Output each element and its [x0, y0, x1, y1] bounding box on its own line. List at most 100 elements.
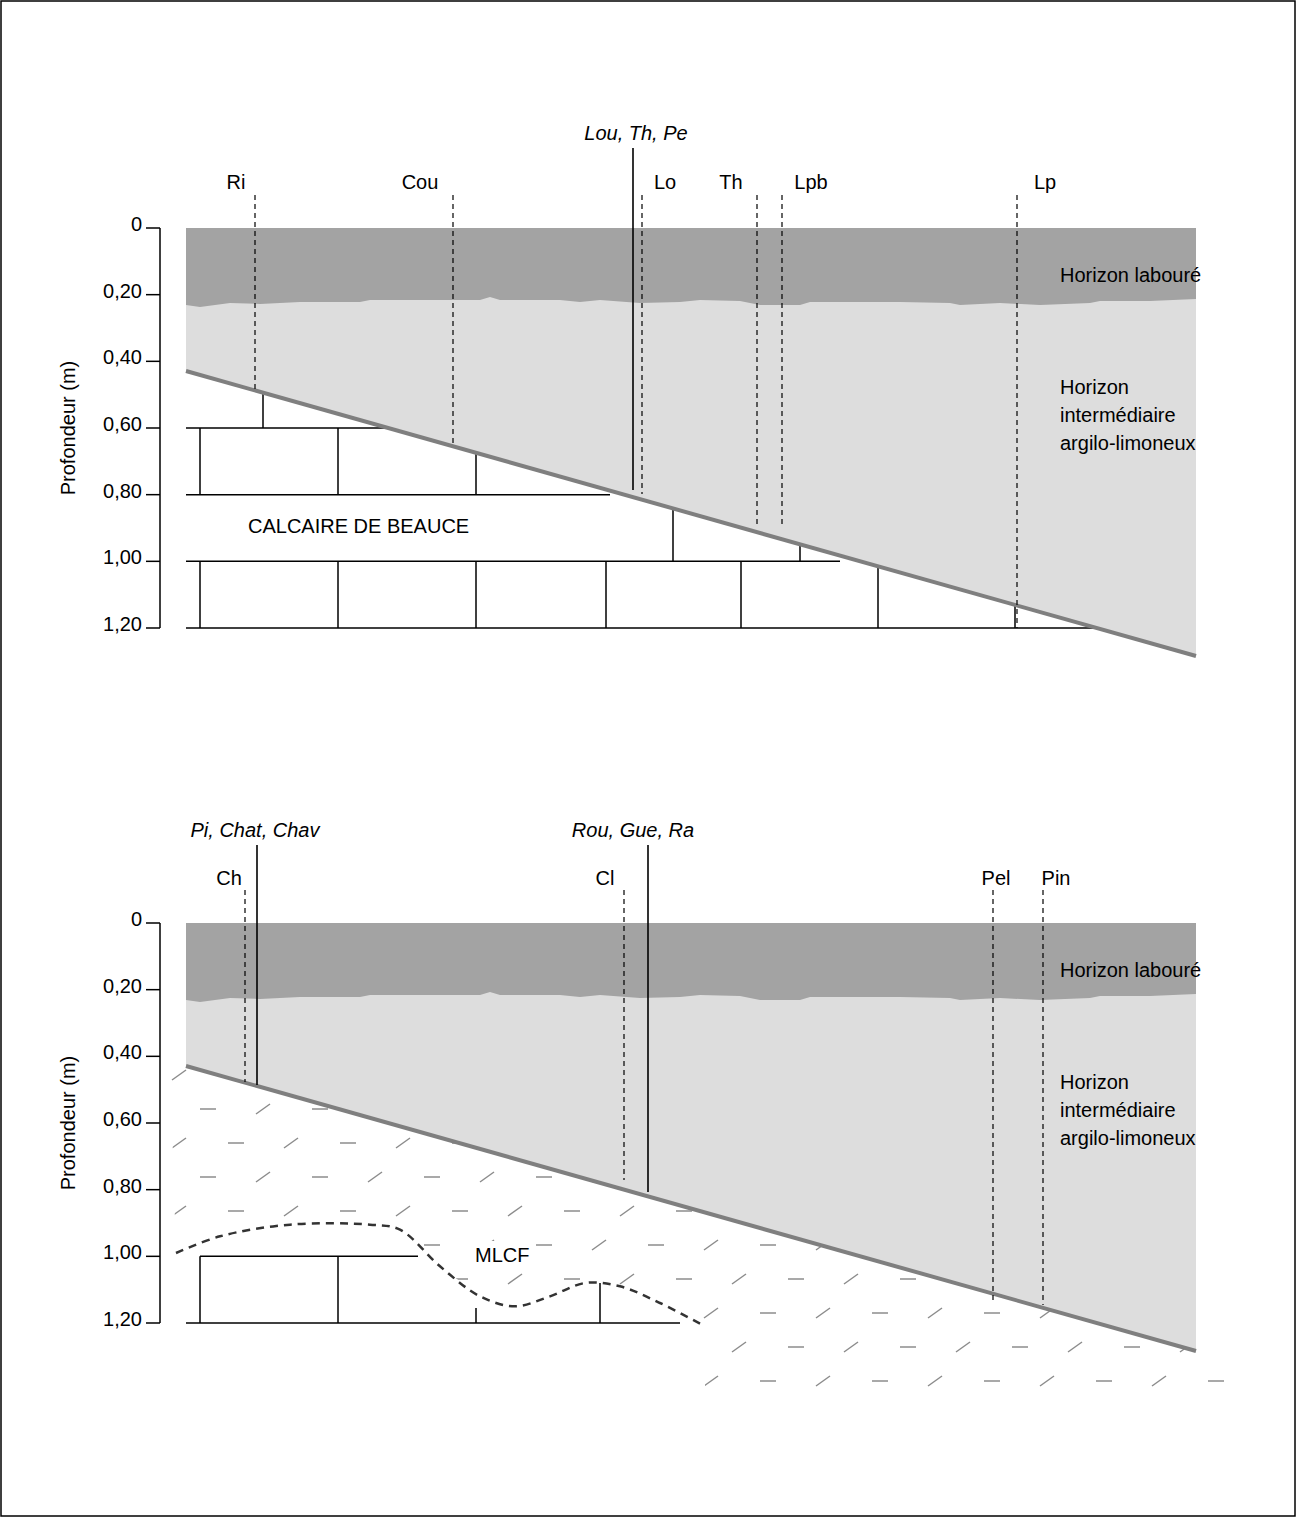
- depth-tick-label: 0: [131, 212, 142, 236]
- region-label: Horizon labouré: [1060, 261, 1201, 289]
- axis-title: Profondeur (m): [56, 361, 80, 496]
- marl-dash: [396, 1070, 410, 1080]
- depth-tick-label: 0,20: [103, 279, 142, 303]
- marl-dash: [1012, 1210, 1028, 1212]
- marl-dash: [228, 1074, 244, 1076]
- marl-dash: [732, 1138, 746, 1148]
- marl-dash: [312, 1108, 328, 1110]
- marl-dash: [788, 1074, 804, 1076]
- marl-dash: [676, 1278, 692, 1280]
- marl-dash: [536, 1380, 552, 1382]
- depth-tick-label: 1,00: [103, 545, 142, 569]
- marl-dash: [340, 1210, 356, 1212]
- marl-dash: [1152, 1376, 1166, 1386]
- marl-dash: [284, 1138, 298, 1148]
- ploughed-horizon: Horizon labouré: [186, 228, 1196, 305]
- marl-dash: [536, 1244, 552, 1246]
- marl-dash: [1068, 1342, 1082, 1352]
- profile-label: Lo: [654, 170, 676, 194]
- marl-dash: [1180, 1070, 1194, 1080]
- bottom-panel: [146, 923, 1224, 1386]
- marl-dash: [396, 1342, 410, 1352]
- marl-dash: [312, 1244, 328, 1246]
- marl-dash: [508, 1274, 522, 1284]
- block-line: [337, 1256, 339, 1323]
- marl-dash: [732, 1070, 746, 1080]
- axis-tick: [146, 1189, 160, 1191]
- marl-dash: [900, 1278, 916, 1280]
- sampling-profile: [756, 195, 757, 528]
- marl-dash: [1096, 1380, 1112, 1382]
- marl-dash: [1012, 1074, 1028, 1076]
- marl-dash: [1152, 1240, 1166, 1250]
- marl-dash: [200, 1380, 216, 1382]
- site-group-label: Lou, Th, Pe: [584, 121, 687, 145]
- depth-tick-label: 0,80: [103, 479, 142, 503]
- ploughed-horizon-band: [186, 228, 1196, 307]
- marl-dash: [508, 1138, 522, 1148]
- marl-dash: [956, 1070, 970, 1080]
- marl-dash: [592, 1376, 606, 1386]
- axis-tick: [146, 427, 160, 429]
- marl-dash: [788, 1278, 804, 1280]
- marl-dash: [760, 1312, 776, 1314]
- marl-dash: [480, 1172, 494, 1182]
- marl-dash: [760, 1380, 776, 1382]
- sampling-profile: [1016, 195, 1017, 628]
- intermediate-horizon-band: [186, 228, 1196, 656]
- region-label: MLCF: [472, 1241, 532, 1269]
- marl-dash: [844, 1206, 858, 1216]
- profile-label: Cou: [402, 170, 439, 194]
- marl-dash: [1040, 1104, 1054, 1114]
- marl-dash: [676, 1074, 692, 1076]
- marl-dash: [312, 1176, 328, 1178]
- region-label: CALCAIRE DE BEAUCE: [248, 512, 469, 540]
- marl-dash: [1208, 1244, 1224, 1246]
- marl-dash: [620, 1342, 634, 1352]
- site-group-label: Pi, Chat, Chav: [191, 818, 320, 842]
- marl-dash: [732, 1206, 746, 1216]
- marl-dash: [340, 1142, 356, 1144]
- marl-region: MLCF: [468, 1240, 537, 1270]
- marl-dash: [1096, 1176, 1112, 1178]
- marl-dash: [648, 1312, 664, 1314]
- marl-dash: [368, 1376, 382, 1386]
- marl-dash: [984, 1108, 1000, 1110]
- block-line: [337, 561, 339, 628]
- marl-dash: [228, 1278, 244, 1280]
- block-line: [199, 428, 201, 495]
- marl-dash: [228, 1210, 244, 1212]
- block-line: [200, 1256, 418, 1258]
- marl-dash: [284, 1206, 298, 1216]
- marl-dash: [872, 1176, 888, 1178]
- ploughed-horizon: Horizon labouré: [186, 923, 1196, 1000]
- sampling-profile: [623, 890, 624, 1180]
- intermediate-horizon: Horizon intermédiaire argilo-limoneux: [186, 305, 1196, 645]
- ploughed-horizon-band: [186, 923, 1196, 1002]
- sampling-profile: [1042, 890, 1043, 1305]
- marl-dash: [844, 1274, 858, 1284]
- substrate-boundary: [186, 371, 1196, 656]
- marl-dash: [452, 1074, 468, 1076]
- marl-dash: [900, 1142, 916, 1144]
- block-line: [186, 561, 840, 563]
- profile-label: Lp: [1034, 170, 1056, 194]
- depth-tick-label: 1,20: [103, 612, 142, 636]
- marl-dash: [1068, 1274, 1082, 1284]
- profile-label: Pel: [982, 866, 1011, 890]
- block-line: [199, 1256, 201, 1323]
- marl-dash: [956, 1206, 970, 1216]
- marl-dash: [956, 1138, 970, 1148]
- marl-dash: [424, 1312, 440, 1314]
- block-line: [605, 561, 607, 628]
- marl-dash: [816, 1172, 830, 1182]
- depth-tick-label: 1,20: [103, 1307, 142, 1331]
- block-line: [186, 494, 610, 496]
- marl-dash: [396, 1138, 410, 1148]
- marl-dash: [928, 1104, 942, 1114]
- marl-dash: [788, 1142, 804, 1144]
- marl-dash: [788, 1346, 804, 1348]
- depth-tick-label: 0,40: [103, 345, 142, 369]
